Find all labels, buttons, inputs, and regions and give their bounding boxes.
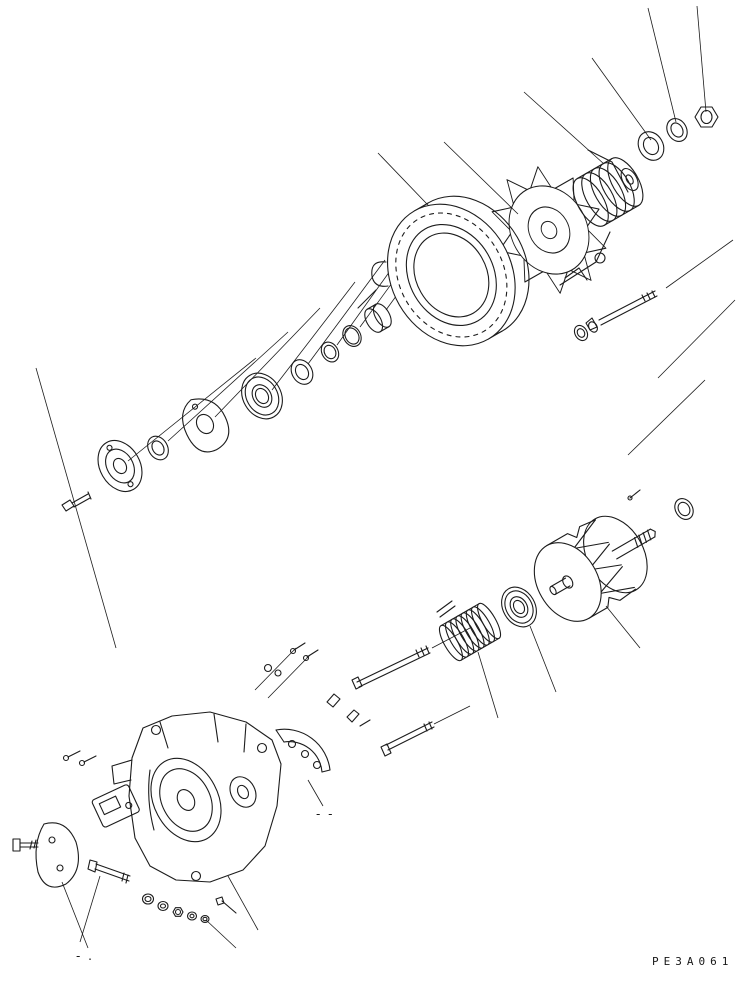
slip-ring-collar xyxy=(438,602,502,662)
leader-lines xyxy=(35,5,736,949)
through-bolt-a xyxy=(351,645,431,690)
cover-bolt-2 xyxy=(87,859,131,884)
cooling-fan xyxy=(491,166,607,294)
washer-medium xyxy=(290,359,314,385)
through-bolt-b xyxy=(380,721,435,757)
spacer-ring-1 xyxy=(320,341,340,363)
lock-washer xyxy=(666,118,688,142)
part-number-mark-center: - - xyxy=(316,807,334,821)
bolt-washer-1 xyxy=(573,324,589,342)
spacer-ring-2 xyxy=(342,325,362,347)
pulley xyxy=(572,157,644,227)
stator-assembly xyxy=(387,195,530,347)
brush-holder xyxy=(275,728,331,773)
small-screws xyxy=(289,642,319,662)
rotor-key-pin xyxy=(627,489,641,501)
spacer-collar xyxy=(364,303,392,333)
voltage-regulator xyxy=(91,784,140,828)
terminal-clips xyxy=(326,693,371,727)
rotor xyxy=(533,515,656,622)
bolt-washer-2 xyxy=(588,321,598,333)
cover-bolt-1 xyxy=(12,838,39,852)
front-bracket xyxy=(559,149,629,286)
front-bearing xyxy=(241,372,283,420)
figure-code: PE3A061 xyxy=(652,955,733,968)
washer-small xyxy=(147,435,169,461)
shaft-washer xyxy=(674,498,694,520)
rear-bracket xyxy=(111,711,282,883)
front-cover-bolt xyxy=(61,491,92,512)
bearing-retainer-cover xyxy=(97,440,143,492)
rear-cover-plate xyxy=(35,822,79,888)
flat-washer xyxy=(637,131,665,161)
collar-key xyxy=(436,600,456,618)
shaft-nut xyxy=(694,106,719,128)
through-bolt-long xyxy=(585,290,658,331)
retainer-plate xyxy=(182,398,230,453)
small-washers-mid xyxy=(263,663,282,677)
stator-lead-wire xyxy=(357,261,389,309)
part-number-mark-bottom: - . xyxy=(76,949,94,963)
rear-bearing xyxy=(501,586,537,628)
brush-box-screws xyxy=(62,750,97,767)
hardware-row xyxy=(141,893,237,924)
